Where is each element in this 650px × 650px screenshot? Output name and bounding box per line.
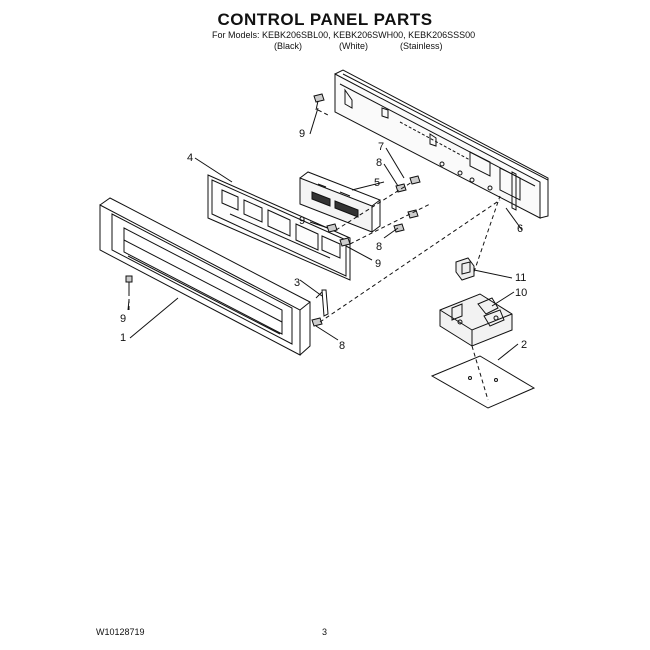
part-1-front-panel: [99, 197, 311, 356]
models-label: For Models:: [212, 30, 260, 40]
callout-6: 6: [517, 223, 523, 235]
callout-4: 4: [187, 152, 193, 164]
callout-8-bottom: 8: [339, 340, 345, 352]
model-list: For Models: KEBK206SBL00, KEBK206SWH00, …: [212, 30, 475, 51]
screw-9-left: [125, 275, 133, 292]
callout-8-top: 8: [376, 157, 382, 169]
alignment-lines: [128, 109, 501, 401]
screw-9-mid: [326, 223, 338, 233]
variant-white: (White): [339, 41, 368, 51]
page-number: 3: [322, 627, 328, 637]
part-6-rear-bracket: [334, 69, 549, 219]
part-11-connector: [455, 257, 475, 281]
callout-8-mid: 8: [376, 241, 382, 253]
screw-8-lower: [393, 209, 419, 233]
screw-8-upper: [395, 175, 421, 193]
model-numbers: KEBK206SBL00, KEBK206SWH00, KEBK206SSS00: [262, 30, 476, 40]
callout-1: 1: [120, 332, 126, 344]
screw-9-low: [339, 237, 351, 247]
callout-9-mid: 9: [299, 215, 305, 227]
part-3-clip: [315, 289, 329, 317]
part-4-overlay-plate: [207, 174, 351, 281]
callout-9-left: 9: [120, 313, 126, 325]
callout-7: 7: [378, 141, 384, 153]
screw-8-bottom: [311, 317, 323, 327]
variant-black: (Black): [274, 41, 303, 51]
leader-lines: [127, 107, 523, 361]
page-title: CONTROL PANEL PARTS: [217, 10, 433, 29]
screws: [125, 93, 421, 327]
callout-10: 10: [515, 287, 527, 299]
callouts: 1 2 3 4 5 6 7 8 8 8 9 9 9 9 10 11: [120, 128, 527, 352]
callout-5: 5: [374, 177, 380, 189]
variant-stainless: (Stainless): [400, 41, 443, 51]
callout-11: 11: [515, 272, 526, 284]
model-line: For Models: KEBK206SBL00, KEBK206SWH00, …: [212, 30, 475, 41]
document-code: W10128719: [96, 627, 145, 637]
screw-9-top: [313, 93, 325, 111]
callout-2: 2: [521, 339, 527, 351]
part-10-relay-board: [439, 293, 513, 347]
callout-9-right: 9: [375, 258, 381, 270]
callout-3: 3: [294, 277, 300, 289]
callout-9-top: 9: [299, 128, 305, 140]
